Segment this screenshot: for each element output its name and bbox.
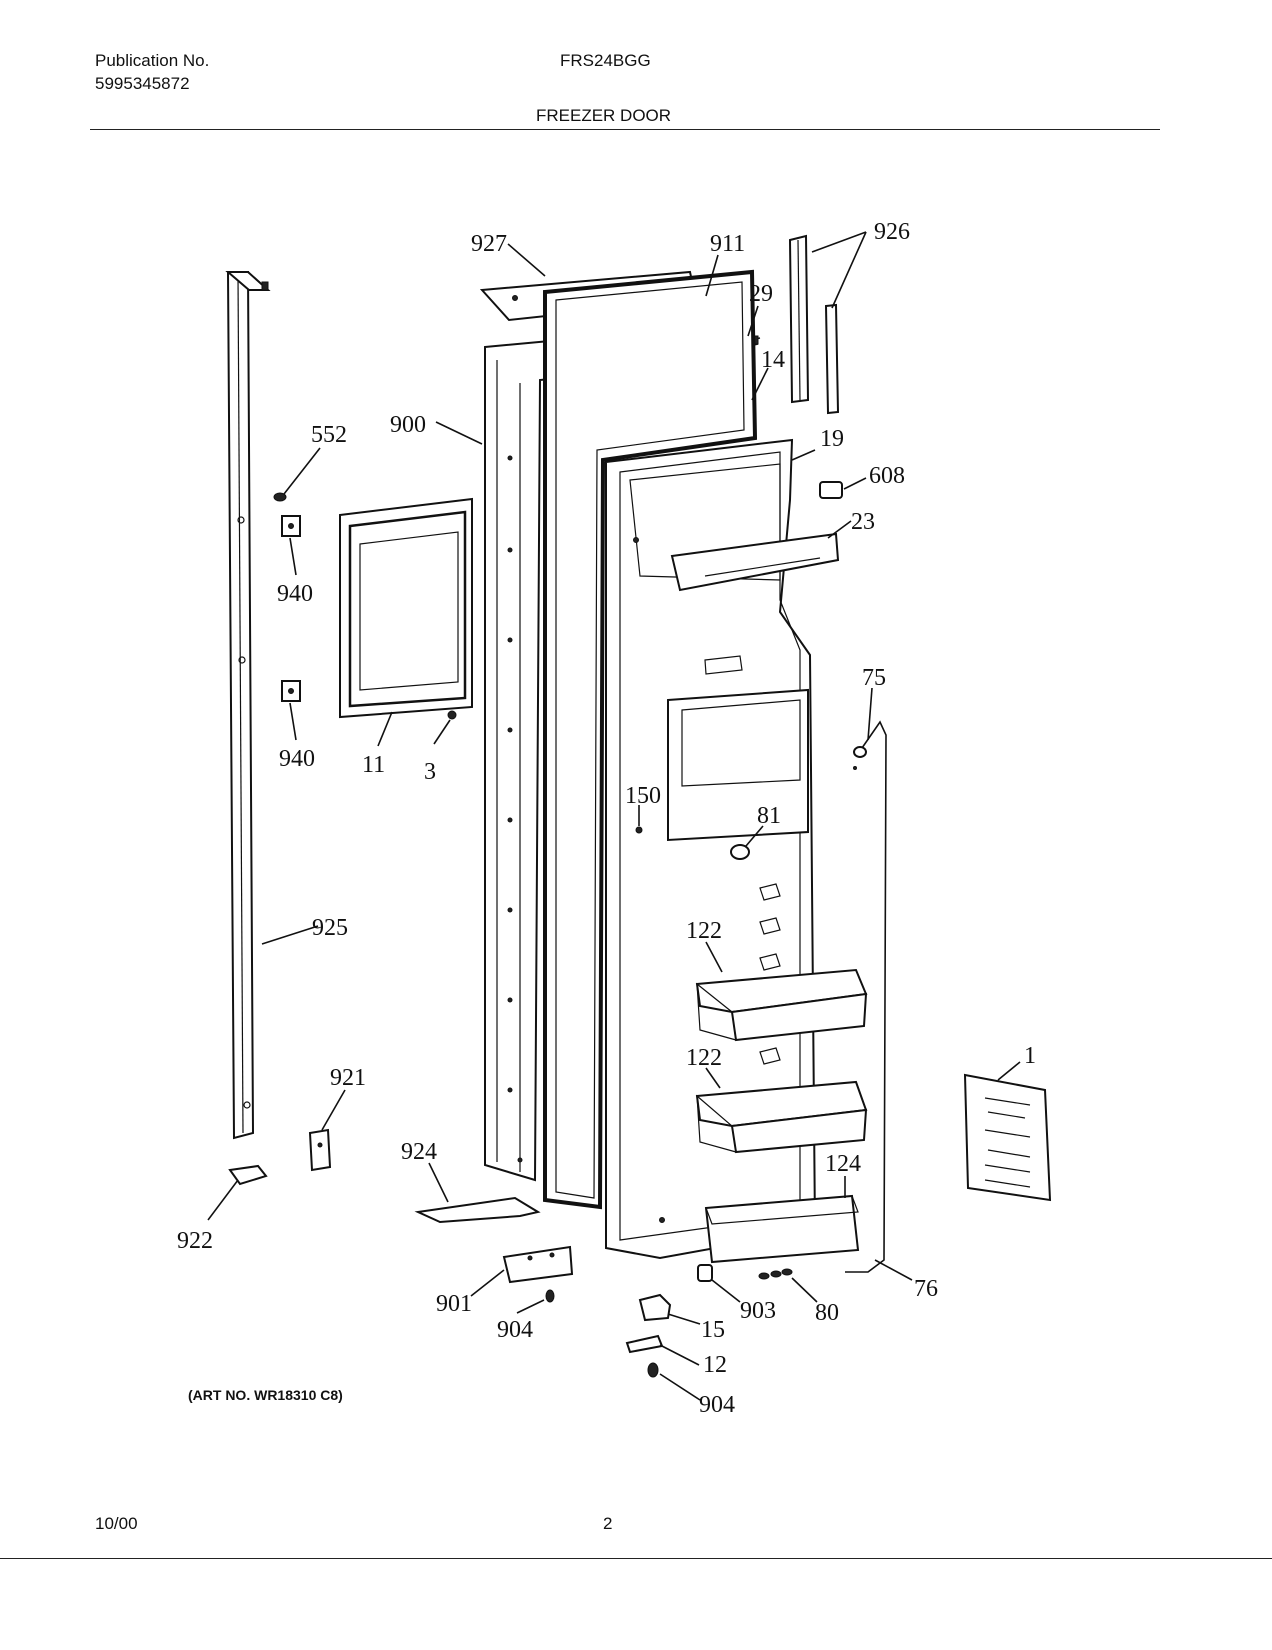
part-122-door-bin-lower xyxy=(695,1080,868,1154)
footer-date: 10/00 xyxy=(95,1514,138,1533)
part-75-76-water-tube xyxy=(845,720,887,1273)
part-903-cap xyxy=(697,1264,713,1282)
part-124-bottom-bin xyxy=(704,1194,860,1264)
callout-900: 900 xyxy=(390,412,426,438)
callout-904-lower: 904 xyxy=(699,1392,735,1418)
callout-11: 11 xyxy=(362,752,385,778)
callout-15: 15 xyxy=(701,1317,725,1343)
part-904-screw-lower xyxy=(647,1362,659,1378)
part-1-use-care-guide xyxy=(963,1073,1052,1202)
publication-number: 5995345872 xyxy=(95,74,190,93)
callout-922: 922 xyxy=(177,1228,213,1254)
footer-divider xyxy=(0,1558,1272,1559)
callout-3: 3 xyxy=(424,759,436,785)
part-922-hinge-cover xyxy=(228,1164,268,1186)
callout-80: 80 xyxy=(815,1300,839,1326)
leader-lines xyxy=(207,231,1021,1401)
callout-29: 29 xyxy=(749,281,773,307)
publication-label: Publication No. xyxy=(95,51,210,70)
part-608-switch xyxy=(819,481,843,499)
part-12-hinge-plate xyxy=(625,1334,664,1354)
model-number: FRS24BGG xyxy=(560,51,651,70)
callout-150: 150 xyxy=(625,783,661,809)
callout-1: 1 xyxy=(1024,1043,1036,1069)
callout-924: 924 xyxy=(401,1139,437,1165)
part-14-door-gasket xyxy=(543,269,758,1210)
part-552-screw xyxy=(273,492,287,502)
callout-75: 75 xyxy=(862,665,886,691)
callout-901: 901 xyxy=(436,1291,472,1317)
callout-122-upper: 122 xyxy=(686,918,722,944)
callout-903: 903 xyxy=(740,1298,776,1324)
part-940-bracket-lower xyxy=(281,680,301,702)
callout-12: 12 xyxy=(703,1352,727,1378)
callout-925: 925 xyxy=(312,915,348,941)
part-924-bottom-trim xyxy=(414,1196,541,1224)
callout-940-lower: 940 xyxy=(279,746,315,772)
callout-124: 124 xyxy=(825,1151,861,1177)
callout-927: 927 xyxy=(471,231,507,257)
callout-81: 81 xyxy=(757,803,781,829)
part-925-handle-trim xyxy=(225,271,271,1140)
callout-911: 911 xyxy=(710,231,745,257)
callout-926: 926 xyxy=(874,219,910,245)
part-940-bracket-upper xyxy=(281,515,301,537)
part-23-ice-shelf xyxy=(670,532,840,592)
art-number: (ART NO. WR18310 C8) xyxy=(188,1387,343,1403)
callout-904-upper: 904 xyxy=(497,1317,533,1343)
callout-19: 19 xyxy=(820,426,844,452)
part-122-door-bin-upper xyxy=(695,968,868,1042)
part-904-screw-upper xyxy=(545,1289,555,1303)
callout-122-lower: 122 xyxy=(686,1045,722,1071)
callout-23: 23 xyxy=(851,509,875,535)
part-19-door-liner xyxy=(605,438,817,1260)
part-15-hinge-pin xyxy=(638,1293,672,1322)
part-926-side-trim xyxy=(788,234,840,415)
callout-76: 76 xyxy=(914,1276,938,1302)
part-80-clip xyxy=(758,1268,793,1280)
header-divider xyxy=(90,129,1160,130)
part-11-window-frame xyxy=(339,497,473,719)
part-901-hinge-bracket xyxy=(502,1245,574,1284)
callout-14: 14 xyxy=(761,347,785,373)
callout-940-upper: 940 xyxy=(277,581,313,607)
callout-552: 552 xyxy=(311,422,347,448)
footer-page-number: 2 xyxy=(603,1514,613,1533)
part-3-screw xyxy=(447,710,457,720)
callout-921: 921 xyxy=(330,1065,366,1091)
section-title: FREEZER DOOR xyxy=(536,106,672,125)
callout-608: 608 xyxy=(869,463,905,489)
part-921-bracket xyxy=(308,1128,332,1172)
